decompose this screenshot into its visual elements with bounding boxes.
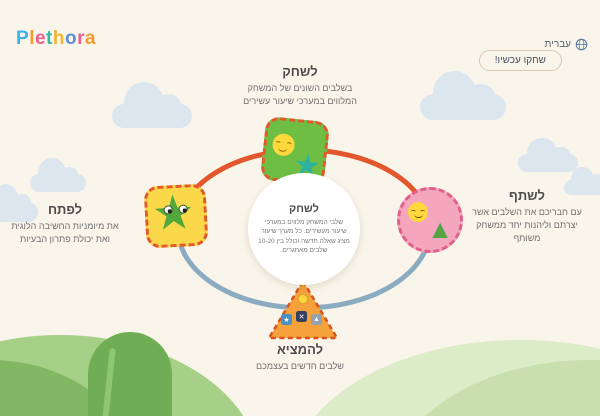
- center-card-line: שיעור מעשירים. כל מערך שיעור: [261, 228, 347, 236]
- eye-icon: [275, 140, 281, 145]
- section-share: לשתף עם חבריכם את השלבים אשר יצרתם וליהנ…: [462, 188, 592, 245]
- center-card-line: שלבי המשחק מלווים במערכי: [264, 218, 344, 226]
- section-play-line: בשלבים השונים של המשחק: [247, 83, 353, 93]
- eye-icon: [411, 210, 416, 213]
- globe-icon: [575, 38, 588, 51]
- section-develop-line: ואת יכולת פתרון הבעיות: [20, 234, 110, 245]
- eye-icon: [420, 210, 425, 213]
- cloud-shape: [564, 166, 600, 195]
- node-share-tile: ▲: [397, 187, 463, 253]
- star-tile-icon: ★: [281, 314, 292, 325]
- mouth-icon: [414, 214, 423, 218]
- language-label: עברית: [544, 39, 571, 50]
- center-card-line: שלבים מאתגרים.: [280, 246, 328, 254]
- cloud-shape: [518, 137, 578, 172]
- section-develop-title: לפתח: [47, 202, 83, 217]
- section-play: לשחק בשלבים השונים של המשחק המלווים במער…: [222, 64, 378, 108]
- section-invent: להמציא שלבים חדשים בעצמכם: [221, 342, 379, 373]
- section-share-line: משותף: [513, 233, 541, 244]
- center-card-line: מציג שאלה חדשה וכולל בין 10-20: [258, 237, 350, 245]
- cloud-shape: [420, 70, 506, 120]
- logo-letter: h: [52, 28, 65, 49]
- cloud-shape: [112, 82, 192, 128]
- triangle-outline: [267, 279, 339, 340]
- section-share-line: יצרתם וליהנות יחד ממשחק: [476, 220, 578, 231]
- section-develop-line: את מיומניות החשיבה הלוגית: [11, 221, 119, 231]
- logo-letter: r: [77, 28, 85, 49]
- section-play-line: המלווים במערכי שיעור עשירים: [243, 96, 357, 107]
- center-description-card: לשחק שלבי המשחק מלווים במערכי שיעור מעשי…: [248, 173, 360, 285]
- section-share-line: עם חבריכם את השלבים אשר: [472, 207, 582, 217]
- node-develop-tile: ★: [143, 183, 209, 249]
- section-invent-line: שלבים חדשים בעצמכם: [256, 361, 344, 371]
- play-now-button[interactable]: שחקו עכשיו!: [478, 50, 562, 71]
- star-character-icon: ★: [150, 186, 197, 242]
- triangle-shape: [267, 279, 339, 340]
- logo-letter: o: [64, 28, 78, 49]
- language-switcher[interactable]: עברית: [545, 38, 588, 51]
- section-share-title: לשתף: [509, 188, 545, 203]
- section-develop: לפתח את מיומניות החשיבה הלוגית ואת יכולת…: [2, 202, 128, 246]
- section-invent-title: להמציא: [276, 342, 324, 357]
- logo-letter: P: [16, 28, 30, 49]
- pieces-tile-icon: ✕: [296, 311, 307, 322]
- triangle-character-icon: ▲: [427, 214, 453, 244]
- smiley-dot-icon: [298, 294, 308, 304]
- mouth-icon: [277, 147, 288, 153]
- triangle-tile-icon: ▲: [311, 314, 322, 325]
- smiley-face-icon: [271, 132, 296, 157]
- logo-letter: e: [34, 28, 47, 49]
- smiley-face-icon: [408, 202, 428, 222]
- center-card-title: לשחק: [289, 202, 319, 215]
- logo-letter: t: [46, 28, 53, 49]
- cloud-shape: [0, 184, 38, 222]
- logo-letter: l: [29, 28, 35, 49]
- bush-shape: [88, 332, 172, 416]
- eye-icon: [286, 142, 292, 146]
- cloud-shape: [30, 157, 86, 192]
- logo-letter: a: [85, 28, 97, 49]
- node-invent-tile: ★ ✕ ▲: [264, 276, 342, 344]
- plethora-logo[interactable]: Plethora: [16, 28, 96, 50]
- section-play-title: לשחק: [282, 64, 318, 79]
